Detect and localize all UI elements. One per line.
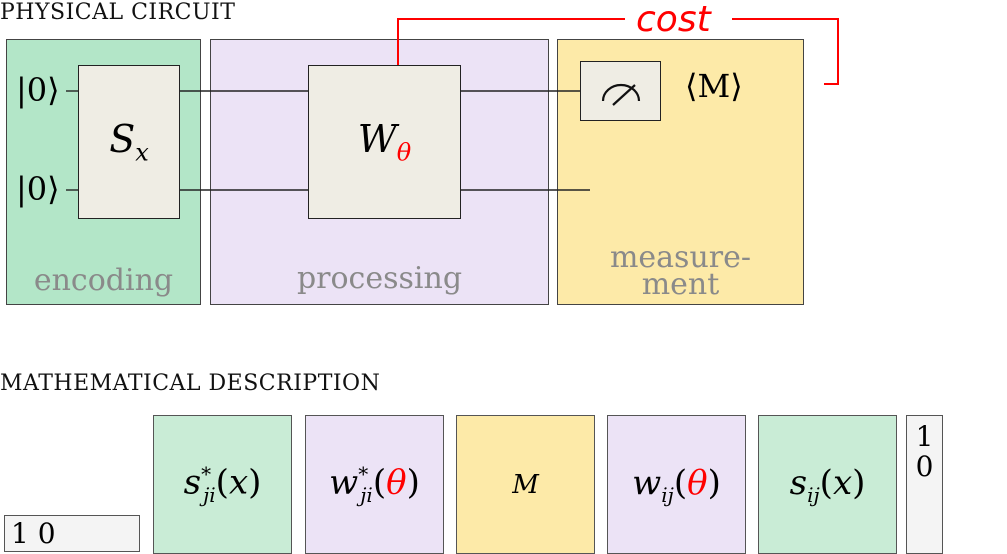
physical-circuit-title: PHYSICAL CIRCUIT <box>0 0 236 25</box>
tile-w-star-expr: w*ji(θ) <box>329 462 420 507</box>
measurement-label-line2: ment <box>641 267 720 302</box>
tile-s: sij(x) <box>758 415 897 554</box>
tile-s-star: s*ji(x) <box>153 415 292 554</box>
tile-s-star-expr: s*ji(x) <box>183 462 262 507</box>
mathematical-description-title: MATHEMATICAL DESCRIPTION <box>0 371 381 396</box>
processing-label: processing <box>296 261 463 296</box>
measurement-label-line1: measure- <box>609 240 752 275</box>
observable-label: ⟨M⟩ <box>685 67 743 105</box>
tile-w-expr: wij(θ) <box>632 462 721 507</box>
input-ket-1: |0⟩ <box>16 71 60 109</box>
right-vector: 1 0 <box>906 415 943 554</box>
encoding-gate: Sx <box>78 65 180 219</box>
input-ket-2: |0⟩ <box>16 170 60 208</box>
cost-label: cost <box>636 0 711 40</box>
left-vector: 1 0 <box>4 515 140 552</box>
cost-path-right <box>732 18 839 85</box>
tile-m-expr: M <box>512 469 539 500</box>
processing-gate: Wθ <box>308 65 461 219</box>
encoding-label: encoding <box>33 263 174 298</box>
tile-w-star: w*ji(θ) <box>305 415 444 554</box>
encoding-gate-symbol: Sx <box>109 117 149 167</box>
tile-s-expr: sij(x) <box>789 462 866 507</box>
right-vector-entry-1: 1 <box>915 420 934 453</box>
tile-w: wij(θ) <box>607 415 746 554</box>
tile-observable-m: M <box>456 415 595 554</box>
right-vector-entry-2: 0 <box>915 450 934 483</box>
processing-gate-symbol: Wθ <box>357 117 412 167</box>
measurement-meter <box>580 61 661 121</box>
measurement-meter-icon <box>601 83 640 106</box>
